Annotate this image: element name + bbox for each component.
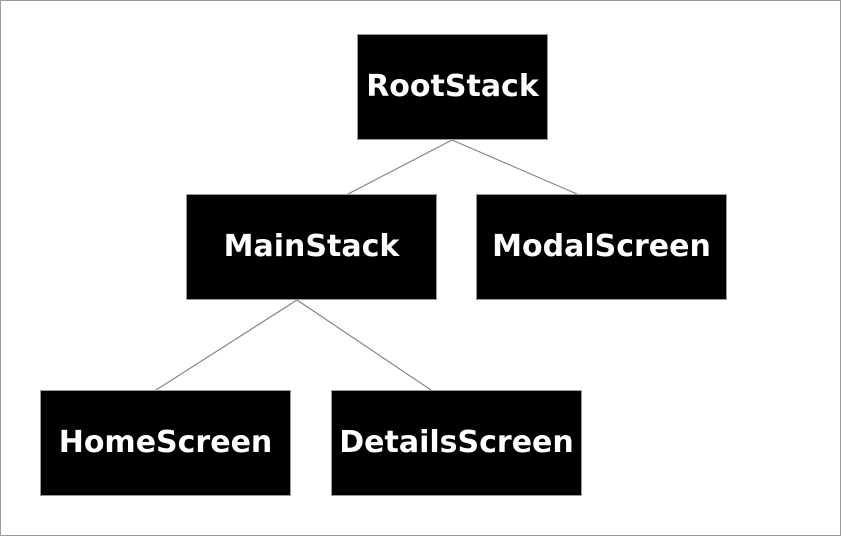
node-detailsscreen[interactable]: DetailsScreen [331, 390, 582, 496]
node-rootstack[interactable]: RootStack [357, 34, 548, 140]
edge-main-to-details [296, 299, 432, 391]
node-mainstack[interactable]: MainStack [186, 194, 437, 300]
edge-root-to-modal [451, 139, 578, 195]
node-rootstack-label: RootStack [366, 69, 539, 104]
edge-main-to-home [155, 299, 298, 391]
edge-root-to-main [347, 139, 453, 195]
node-mainstack-label: MainStack [223, 229, 400, 264]
node-homescreen-label: HomeScreen [58, 425, 273, 460]
node-modalscreen-label: ModalScreen [492, 229, 711, 264]
node-modalscreen[interactable]: ModalScreen [476, 194, 727, 300]
node-detailsscreen-label: DetailsScreen [339, 425, 574, 460]
node-homescreen[interactable]: HomeScreen [40, 390, 291, 496]
